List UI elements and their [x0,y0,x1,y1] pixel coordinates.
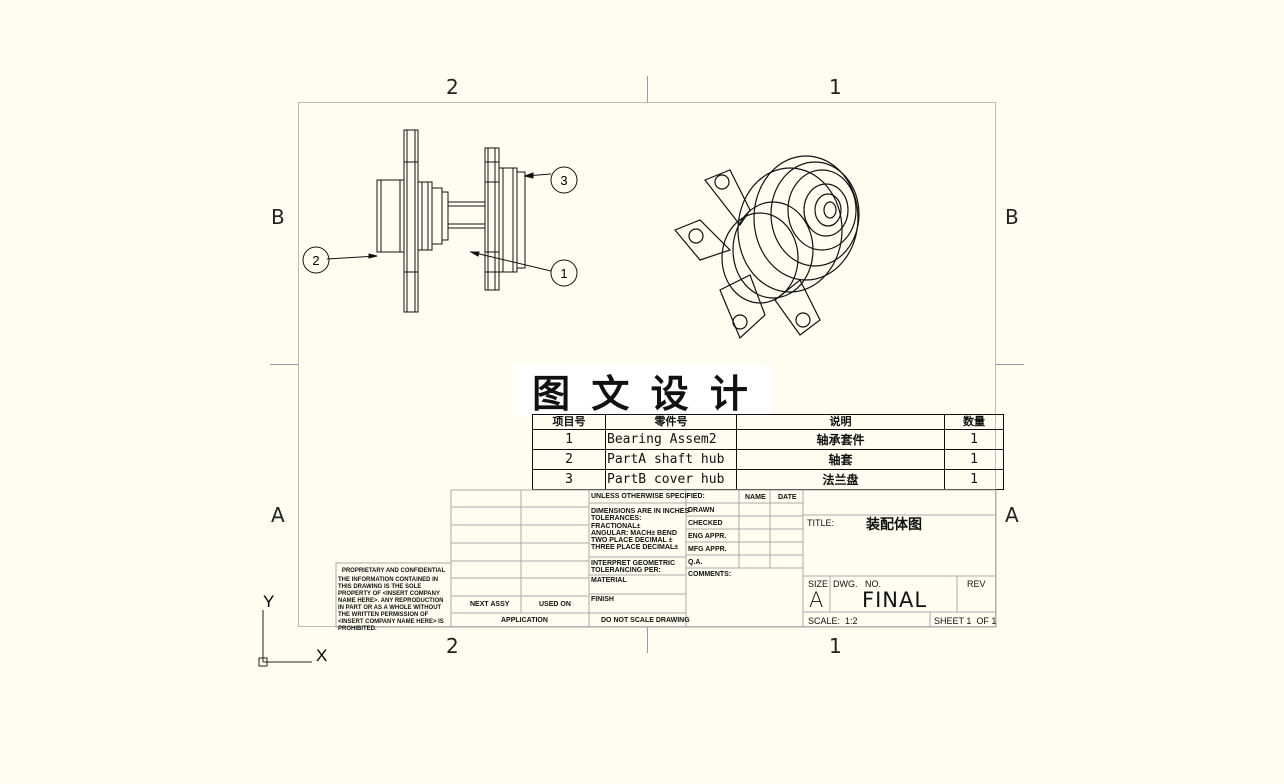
zone-label-right-b: B [1005,205,1019,229]
finish-label: FINISH [591,596,614,603]
zone-label-top-2: 2 [446,75,459,99]
proprietary-text: THE INFORMATION CONTAINED IN THIS DRAWIN… [338,577,444,632]
name-header: NAME [745,494,766,501]
size-label: SIZE [808,579,829,589]
bom-qty: 1 [944,469,1004,490]
drawn-label: DRAWN [688,507,715,514]
next-assy-label: NEXT ASSY [470,601,510,608]
zone-tick-top [647,76,648,102]
used-on-label: USED ON [539,601,571,608]
zone-label-right-a: A [1005,503,1019,527]
interpret-label-2: TOLERANCING PER: [591,567,661,574]
bom-desc: 法兰盘 [736,469,945,490]
axis-x-label: X [316,646,327,665]
svg-text:3: 3 [560,173,567,188]
fractional-label: FRACTIONAL± [591,523,641,530]
balloon-2: 2 [302,246,330,274]
mfg-appr-label: MFG APPR. [688,546,727,553]
zone-label-left-a: A [271,503,285,527]
zone-label-bottom-2: 2 [446,634,459,658]
dims-label: DIMENSIONS ARE IN INCHES [591,508,690,515]
application-label: APPLICATION [501,617,548,624]
zone-tick-bottom [647,627,648,653]
comments-label: COMMENTS: [688,571,732,578]
zone-label-bottom-1: 1 [829,634,842,658]
zone-tick-right [996,364,1024,365]
proprietary-title: PROPRIETARY AND CONFIDENTIAL [341,568,446,574]
assembly-side-view: 3 1 2 [302,129,578,313]
svg-text:2: 2 [312,253,319,268]
table-row: 1 Bearing Assem2 轴承套件 1 [532,429,1004,450]
rev-label: REV [967,579,986,589]
checked-label: CHECKED [688,520,723,527]
balloon-3: 3 [550,166,578,194]
dwg-no-value: FINAL [862,588,928,612]
bom-part: Bearing Assem2 [605,429,737,450]
three-place-label: THREE PLACE DECIMAL± [591,544,679,551]
sheet-label: SHEET 1 OF 1 [934,616,997,626]
assembly-isometric-view [674,155,860,340]
zone-label-top-1: 1 [829,75,842,99]
tolerances-label: TOLERANCES: [591,515,642,522]
watermark: 图 文 设 计 [513,364,771,416]
scale-label: SCALE: 1:2 [808,616,858,626]
bom-table: 项目号 零件号 说明 数量 1 Bearing Assem2 轴承套件 1 2 … [532,414,1004,490]
zone-label-left-b: B [271,205,285,229]
do-not-scale-label: DO NOT SCALE DRAWING [601,617,690,624]
svg-text:1: 1 [560,266,567,281]
unless-label: UNLESS OTHERWISE SPECIFIED: [591,493,705,500]
two-place-label: TWO PLACE DECIMAL ± [591,537,673,544]
drawing-title: 装配体图 [866,516,922,532]
title-label: TITLE: [807,518,835,528]
balloon-1: 1 [550,259,578,287]
ucs-axis-icon: Y X [258,592,327,667]
angular-label: ANGULAR: MACH± BEND [591,530,677,537]
table-row: 3 PartB cover hub 法兰盘 1 [532,469,1004,490]
eng-appr-label: ENG APPR. [688,533,727,540]
date-header: DATE [778,494,797,501]
bom-header-row: 项目号 零件号 说明 数量 [532,414,1004,430]
qa-label: Q.A. [688,559,703,566]
material-label: MATERIAL [591,577,627,584]
interpret-label-1: INTERPRET GEOMETRIC [591,560,676,567]
table-row: 2 PartA shaft hub 轴套 1 [532,449,1004,470]
zone-tick-left [270,364,298,365]
size-value: A [809,588,824,612]
bom-part: PartA shaft hub [605,449,737,470]
axis-y-label: Y [263,592,274,611]
dwg-no-label: DWG. NO. [833,579,881,589]
